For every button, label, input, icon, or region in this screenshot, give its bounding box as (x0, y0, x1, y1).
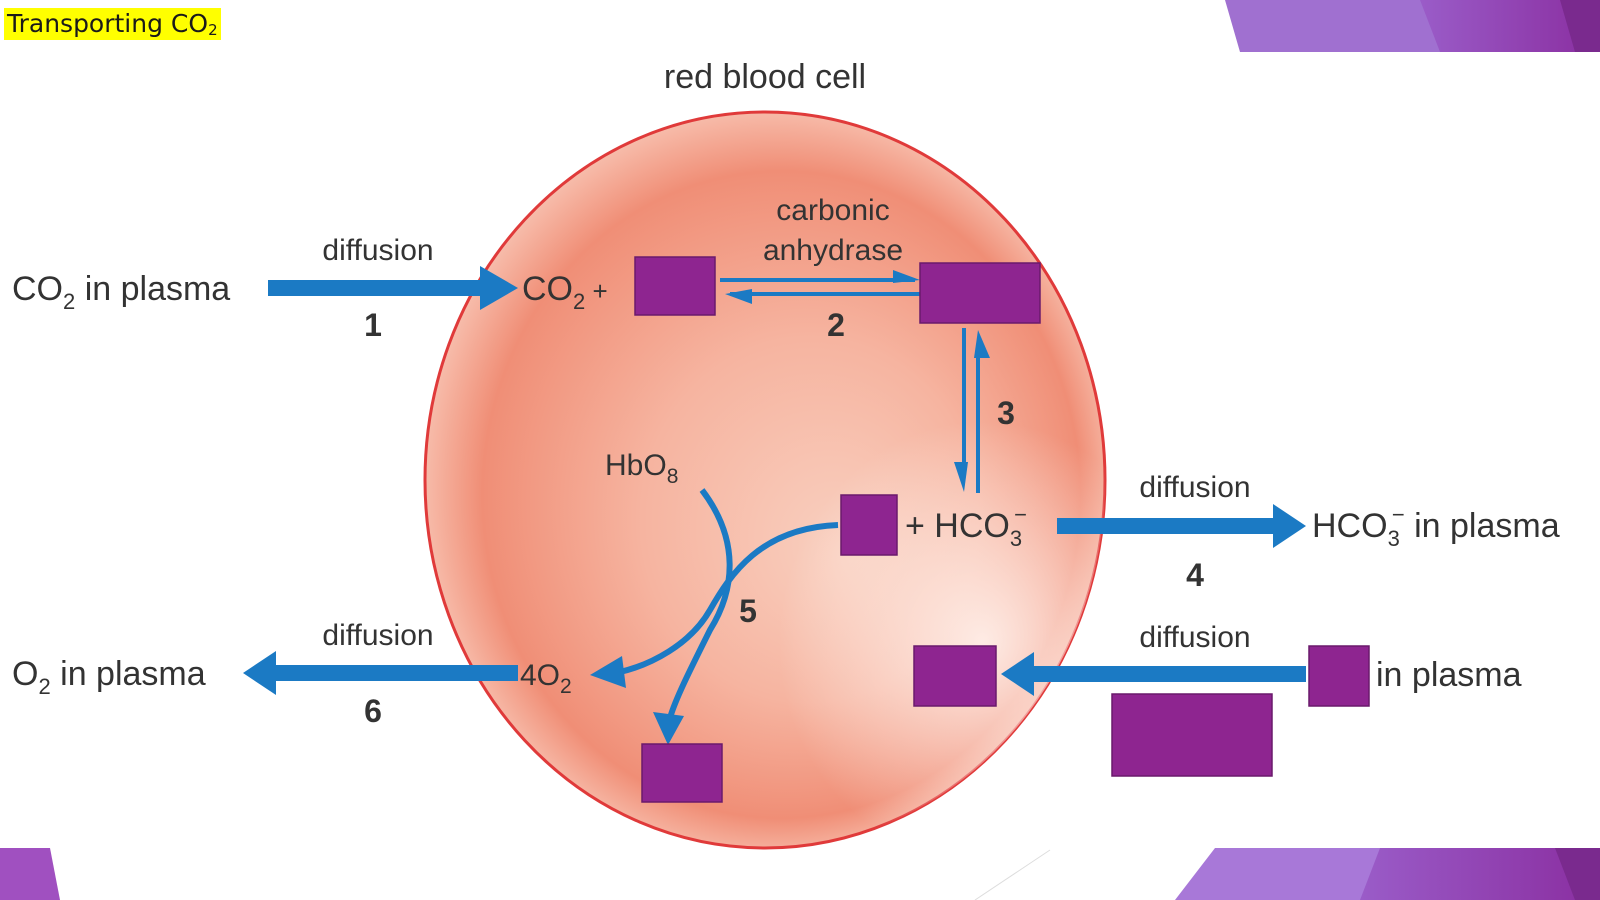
step-6-number: 6 (364, 693, 382, 729)
step-4-number: 4 (1186, 557, 1204, 593)
equilibrium-arrows-step-2 (720, 270, 922, 304)
hco3-in-plasma-superscript: − (1392, 502, 1405, 527)
answer-box-hhb[interactable] (641, 743, 723, 803)
answer-box-cl-plasma[interactable] (1308, 645, 1370, 707)
hco3-plus-superscript: − (1014, 502, 1027, 527)
diffusion-label-4: diffusion (1139, 471, 1250, 504)
hco3-in-plasma-suffix: in plasma (1405, 507, 1560, 545)
hco3-plus-label: + HCO3− (905, 502, 1027, 551)
co2-in-plasma-subscript: 2 (63, 289, 75, 314)
curved-arrows-step-5 (590, 488, 839, 745)
corner-decoration-top-right (1225, 0, 1600, 52)
corner-decoration-bottom-right (974, 848, 1600, 900)
step-2-number: 2 (827, 307, 845, 343)
cell-label: red blood cell (664, 58, 866, 96)
hco3-in-plasma-label: HCO3− in plasma (1312, 502, 1560, 551)
step-3-number: 3 (997, 395, 1015, 431)
step-5-number: 5 (739, 593, 757, 629)
hco3-in-plasma-subscript: 3 (1388, 526, 1400, 551)
co2-plus-subscript: 2 (573, 289, 585, 314)
diffusion-label-6: diffusion (322, 619, 433, 652)
diffusion-label-1: diffusion (322, 234, 433, 267)
four-o2-label: 4O2 (520, 659, 572, 698)
co2-in-plasma-label: CO2 in plasma (12, 270, 230, 314)
hco3-plus-subscript: 3 (1010, 526, 1022, 551)
answer-box-h2co3[interactable] (919, 262, 1041, 324)
o2-in-plasma-suffix: in plasma (51, 655, 206, 693)
diffusion-label-cl: diffusion (1139, 621, 1250, 654)
co2-plus-symbol: + (585, 276, 607, 306)
arrow-step-6 (243, 651, 518, 695)
o2-in-plasma-prefix: O (12, 655, 38, 693)
red-blood-cell (423, 110, 1107, 850)
corner-decoration-bottom-left (0, 848, 60, 900)
hco3-in-plasma-prefix: HCO (1312, 507, 1388, 545)
cl-in-plasma-label: in plasma (1376, 656, 1522, 694)
answer-box-chloride-shift[interactable] (1111, 693, 1273, 777)
o2-in-plasma-subscript: 2 (38, 674, 50, 699)
four-o2-subscript: 2 (560, 675, 572, 698)
hbo8-prefix: HbO (605, 449, 667, 482)
equilibrium-arrows-step-3 (954, 328, 990, 493)
hco3-plus-prefix: + HCO (905, 507, 1010, 545)
slide-title-subscript: 2 (208, 21, 218, 39)
arrow-step-4 (1057, 504, 1306, 548)
enzyme-label-line2: anhydrase (763, 234, 903, 267)
slide-title: Transporting CO2 (4, 8, 221, 40)
o2-in-plasma-label: O2 in plasma (12, 655, 206, 699)
answer-box-cl-inside[interactable] (913, 645, 997, 707)
co2-in-plasma-prefix: CO (12, 270, 63, 308)
arrow-chloride-shift (1001, 652, 1306, 696)
co2-plus-prefix: CO (522, 270, 573, 308)
four-o2-prefix: 4O (520, 659, 560, 692)
co2-plus-label: CO2 + (522, 270, 608, 314)
hbo8-label: HbO8 (605, 449, 678, 488)
enzyme-label-line1: carbonic (776, 194, 889, 227)
slide-title-text: Transporting CO (7, 9, 209, 38)
arrow-step-1 (268, 266, 518, 310)
step-1-number: 1 (364, 307, 382, 343)
answer-box-h2o[interactable] (634, 256, 716, 316)
hbo8-subscript: 8 (667, 465, 679, 488)
answer-box-h-ion[interactable] (840, 494, 898, 556)
co2-in-plasma-suffix: in plasma (75, 270, 230, 308)
